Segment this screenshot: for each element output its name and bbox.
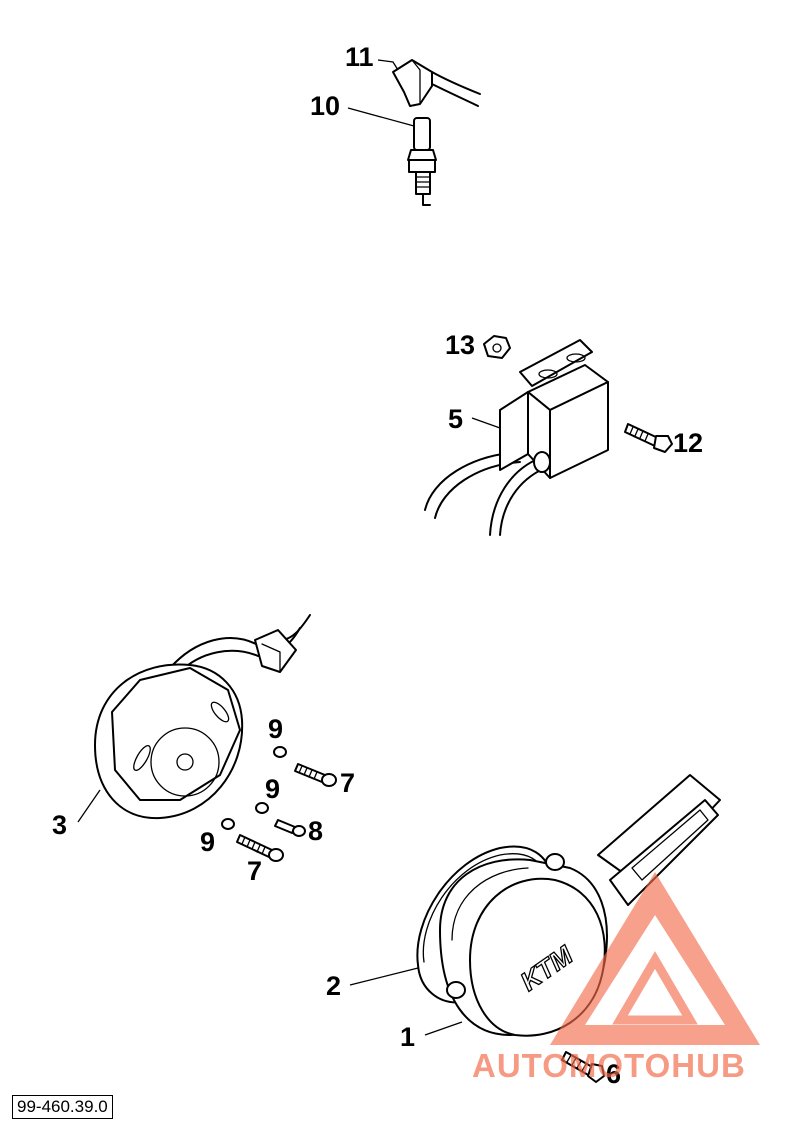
watermark-text: AUTOMOTOHUB	[472, 1047, 746, 1084]
leader-line-2	[349, 967, 419, 986]
callout-11: 11	[345, 42, 374, 72]
stator-screw-lower	[236, 834, 284, 862]
washer	[273, 746, 287, 758]
callout-1: 1	[400, 1022, 415, 1052]
callout-2: 2	[326, 971, 341, 1001]
callout-13: 13	[445, 330, 475, 360]
nut	[483, 335, 511, 359]
callout-8: 8	[308, 816, 323, 846]
spark-plug	[407, 117, 437, 206]
warning-triangle-logo	[550, 872, 760, 1045]
stator-assembly	[94, 614, 311, 820]
leader-line-1	[424, 1021, 463, 1036]
stator-screw-middle	[274, 819, 306, 837]
leader-line-3	[77, 789, 101, 823]
reference-number: 99-460.39.0	[12, 1095, 113, 1119]
ignition-coil	[424, 339, 609, 536]
callout-6: 6	[606, 1059, 621, 1089]
callout-7: 7	[340, 768, 355, 798]
callout-9: 9	[265, 774, 280, 804]
stator-screw-upper	[294, 763, 337, 787]
leader-line-5	[471, 417, 501, 429]
watermark: AUTOMOTOHUB	[472, 872, 760, 1084]
callout-7: 7	[247, 856, 262, 886]
spark-plug-cap	[392, 59, 481, 107]
callout-12: 12	[673, 428, 703, 458]
callout-9: 9	[200, 827, 215, 857]
washer	[255, 802, 269, 814]
callout-5: 5	[448, 404, 463, 434]
washer	[221, 818, 235, 830]
callout-3: 3	[52, 810, 67, 840]
leader-line-10	[347, 107, 415, 127]
leader-line-11	[377, 59, 399, 71]
callout-9: 9	[268, 714, 283, 744]
ignition-cover: KTM	[439, 774, 721, 1037]
cover-bolt	[561, 1051, 605, 1083]
coil-screw	[624, 423, 673, 453]
callout-10: 10	[310, 91, 340, 121]
